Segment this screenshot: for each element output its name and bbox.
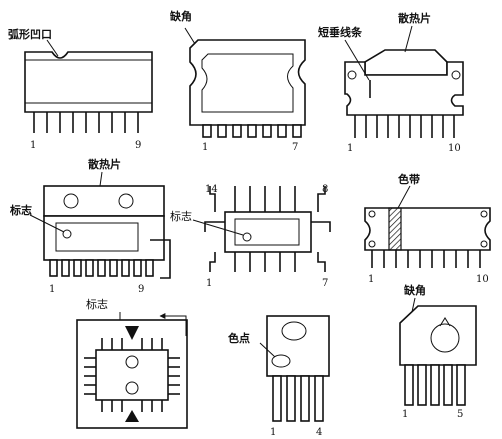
side-lead (204, 221, 225, 232)
package-heatsink-mark: 标志 散热片 1 9 (9, 157, 171, 295)
heat-sink-plate (43, 185, 165, 217)
qfp-body (95, 349, 169, 401)
corner-cut-power-body (399, 305, 477, 366)
heat-sink-label: 散热片 (398, 11, 431, 25)
qfp-right-pins (168, 357, 180, 395)
corner-cut-label: 缺角 (169, 9, 192, 23)
pin-number: 1 (347, 143, 353, 154)
mark-leader (192, 219, 244, 236)
pin-number: 7 (322, 278, 328, 289)
mark-dot (125, 355, 139, 369)
mounting-hole (430, 317, 460, 353)
short-line-body (344, 61, 464, 116)
pin-number: 8 (322, 184, 328, 195)
corner-cut-leader (184, 27, 196, 45)
corner-cut-power-pins (404, 364, 466, 406)
inner-window (234, 218, 300, 246)
corner-cut-leader (411, 297, 416, 313)
pin-number: 1 (49, 284, 55, 295)
heatsink-mark-pins (49, 259, 154, 277)
mounting-hole (480, 240, 488, 248)
heatsink-tab (364, 49, 448, 76)
color-band (388, 207, 402, 251)
color-dot-leader (259, 342, 276, 358)
package-dual-inline: 标志 14 8 1 7 (170, 184, 331, 289)
color-dot-label: 色点 (228, 331, 250, 345)
short-vertical-line-label: 短垂线条 (318, 25, 363, 39)
pin-number: 1 (202, 142, 208, 153)
mark-leader (29, 214, 65, 233)
qfp-bottom-mark (125, 410, 139, 422)
heatsink-leader (99, 171, 103, 187)
color-band-body (364, 207, 491, 251)
inner-window (55, 222, 139, 252)
mounting-hole (451, 70, 461, 80)
mark-dot (62, 229, 72, 239)
mounting-hole (118, 193, 134, 209)
package-color-dot: 色点 1 4 (228, 315, 330, 438)
color-band-leader (397, 185, 411, 209)
qfp-top-pins (101, 338, 163, 350)
mounting-hole (480, 210, 488, 218)
mark-label: 标志 (86, 297, 108, 311)
mark-label: 标志 (9, 203, 32, 217)
arc-notch-body (24, 51, 153, 113)
qfp-bottom-pins (101, 400, 163, 412)
mark-dot (125, 381, 139, 395)
mark-dot (242, 232, 252, 242)
pin-number: 5 (457, 409, 463, 420)
pin-number: 1 (402, 409, 408, 420)
pin-number: 10 (476, 274, 489, 285)
color-dot (271, 354, 291, 368)
color-band-label: 色带 (398, 172, 420, 186)
pin-number: 4 (316, 427, 322, 438)
pin-number: 14 (205, 184, 218, 195)
pin-number: 9 (135, 140, 141, 151)
qfp-top-mark (125, 326, 139, 340)
arc-notch-pins (33, 112, 139, 133)
color-band-pins (371, 250, 481, 268)
pin-number: 10 (448, 143, 461, 154)
color-dot-pins (272, 375, 324, 422)
heatsink-leader (404, 25, 413, 53)
arc-notch-label: 弧形凹口 (8, 27, 52, 41)
side-lead (150, 239, 171, 279)
pin-number: 1 (270, 427, 276, 438)
mounting-hole (281, 321, 307, 341)
mark-leader (119, 312, 126, 321)
package-arc-notch: 弧形凹口 1 9 (8, 27, 153, 151)
short-line-pins (354, 115, 455, 138)
side-lead (311, 221, 331, 232)
mounting-hole (368, 240, 376, 248)
package-corner-cut: 缺角 1 7 (169, 9, 306, 153)
qfp-left-pins (84, 357, 96, 395)
pin-number: 1 (368, 274, 374, 285)
arc-notch-leader (46, 39, 59, 57)
corner-cut-pins (202, 124, 302, 138)
dual-inline-bottom-pins (209, 252, 326, 272)
heat-sink-label: 散热片 (88, 157, 121, 171)
package-quad-flat: 标志 (76, 297, 188, 429)
dual-inline-body (224, 211, 312, 253)
mark-arrow (159, 313, 187, 336)
mounting-hole (368, 210, 376, 218)
dual-inline-top-pins (209, 186, 326, 212)
short-line-leader (344, 39, 370, 81)
pin-number: 7 (292, 142, 298, 153)
corner-cut-label: 缺角 (403, 283, 426, 297)
package-color-band: 色带 1 10 (364, 172, 491, 285)
mounting-hole (347, 70, 357, 80)
pin-number: 1 (30, 140, 36, 151)
mark-label: 标志 (170, 209, 192, 223)
package-corner-cut-power: 缺角 1 5 (399, 283, 477, 420)
corner-cut-inner-outline (201, 53, 294, 113)
color-dot-body (266, 315, 330, 377)
pin-number: 9 (138, 284, 144, 295)
package-short-line-heatsink: 短垂线条 散热片 1 10 (318, 11, 464, 154)
mounting-hole (63, 193, 79, 209)
pin-number: 1 (206, 278, 212, 289)
